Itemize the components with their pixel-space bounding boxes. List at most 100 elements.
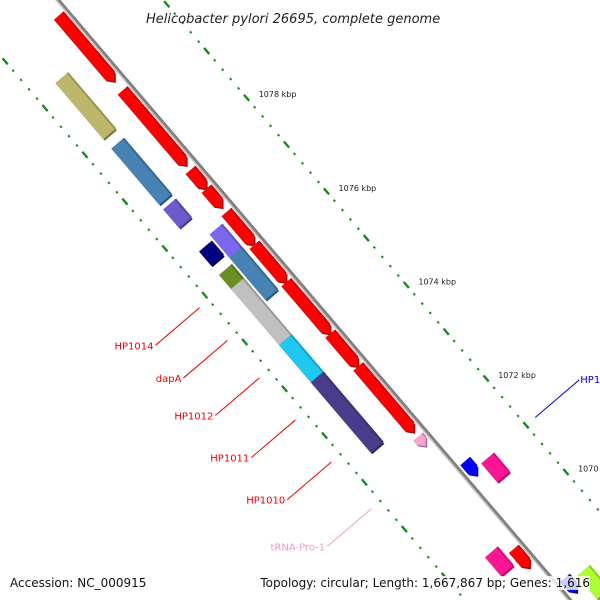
minor-tick: [346, 462, 350, 466]
minor-tick: [299, 405, 303, 410]
leader-line: [250, 419, 296, 458]
feature-edge: [333, 329, 359, 359]
feature-body: [484, 546, 514, 577]
major-tick: [41, 104, 49, 112]
feature-edge: [290, 334, 324, 373]
minor-tick: [227, 321, 231, 325]
gene-label-hp1009: HP1009: [580, 375, 600, 386]
minor-tick: [155, 237, 159, 241]
gene-label-hp1011: HP1011: [210, 454, 249, 465]
minor-tick: [356, 227, 360, 231]
major-tick: [283, 140, 291, 149]
scale-label: 1078 kbp: [259, 90, 297, 99]
minor-tick: [370, 490, 374, 494]
minor-tick: [316, 180, 320, 184]
feature-edge: [122, 137, 173, 196]
feature-edge: [209, 184, 223, 200]
major-tick: [161, 244, 169, 253]
minor-tick: [396, 273, 400, 278]
feature-edge: [229, 207, 255, 237]
feature-body: [221, 208, 255, 246]
minor-tick: [91, 162, 95, 166]
minor-tick: [107, 181, 111, 185]
feature-body: [249, 241, 286, 283]
minor-tick: [420, 302, 424, 306]
minor-tick: [458, 593, 462, 597]
minor-tick: [532, 433, 536, 437]
minor-tick: [588, 498, 592, 502]
minor-tick: [253, 105, 257, 109]
minor-tick: [394, 518, 398, 522]
minor-tick: [306, 415, 311, 419]
map-title: Helicobacter pylori 26695, complete geno…: [146, 12, 440, 27]
feature-edge: [517, 544, 531, 560]
genome-summary-text: Topology: circular; Length: 1,667,867 bp…: [260, 576, 590, 590]
minor-tick: [115, 190, 119, 194]
feature-body: [111, 138, 172, 205]
minor-tick: [540, 442, 544, 446]
major-tick: [163, 0, 171, 9]
major-tick: [482, 374, 490, 383]
minor-tick: [314, 424, 319, 428]
major-tick: [281, 384, 289, 393]
major-tick: [121, 197, 129, 206]
leader-line: [286, 461, 332, 501]
minor-tick: [500, 395, 504, 399]
backbone-line: [55, 0, 573, 600]
major-tick: [201, 291, 209, 300]
feature-r4: [201, 184, 224, 210]
feature-r8: [325, 329, 360, 369]
backbone-shadow: [55, 0, 570, 600]
major-tick: [81, 151, 89, 159]
minor-tick: [388, 264, 392, 268]
minor-tick: [476, 367, 480, 371]
feature-hp1008r: [508, 544, 531, 570]
feature-edge: [496, 546, 514, 567]
gene-label-hp1010: HP1010: [246, 496, 285, 507]
feature-hp1008: [484, 546, 515, 578]
feature-f-steel2: [229, 246, 280, 302]
feature-edge: [62, 11, 116, 73]
feature-edge: [322, 371, 384, 443]
gene-labels: HP1014dapAHP1012HP1011HP1010tRNA-Pro-1HP…: [114, 307, 600, 553]
minor-tick: [300, 161, 305, 165]
feature-body: [163, 199, 192, 229]
minor-tick: [195, 284, 199, 288]
backbone: [55, 0, 573, 600]
major-tick: [241, 338, 249, 346]
minor-tick: [418, 546, 422, 550]
minor-tick: [19, 78, 23, 82]
feature-r7: [281, 277, 332, 336]
minor-tick: [308, 171, 313, 175]
minor-tick: [259, 359, 263, 363]
feature-edge: [126, 86, 187, 157]
feature-f-darkslate: [310, 371, 385, 455]
major-tick: [362, 234, 370, 242]
leader-line: [326, 508, 372, 547]
feature-trna: [413, 432, 428, 448]
major-tick: [1, 57, 9, 66]
feature-body: [55, 72, 116, 140]
feature-edge: [242, 277, 292, 336]
minor-tick: [221, 68, 225, 72]
feature-hp1009p: [481, 452, 511, 484]
feature-body: [481, 453, 510, 483]
feature-r6: [249, 240, 288, 285]
major-tick: [360, 478, 368, 487]
feature-edge: [174, 198, 193, 219]
minor-tick: [338, 452, 343, 456]
feature-f-silver: [230, 277, 293, 347]
minor-tick: [139, 218, 143, 222]
feature-body: [310, 372, 383, 453]
minor-tick: [386, 508, 390, 512]
minor-tick: [410, 536, 414, 541]
leader-line: [155, 307, 200, 346]
minor-tick: [51, 115, 55, 119]
feature-body: [278, 334, 323, 383]
feature-body: [508, 545, 530, 568]
leader-line: [534, 379, 580, 418]
minor-tick: [173, 12, 177, 16]
minor-tick: [131, 209, 135, 213]
feature-body: [117, 86, 187, 166]
